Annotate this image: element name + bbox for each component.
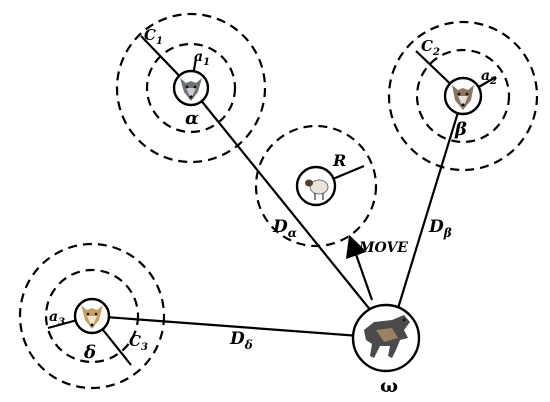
prey-r-label: R (332, 151, 346, 170)
move-arrow (345, 234, 374, 301)
d-beta-label: Dβ (428, 217, 452, 240)
running-wolf-icon (364, 315, 410, 358)
beta-inner-range (415, 48, 511, 144)
distance-line-beta (393, 95, 465, 319)
alpha-agent: C1 a1 α (115, 12, 267, 164)
beta-symbol: β (454, 119, 467, 140)
d-alpha-label: Dα (272, 217, 297, 240)
delta-symbol: δ (83, 342, 96, 363)
d-delta-label: Dδ (229, 329, 253, 352)
coyote-icon (81, 305, 103, 329)
omega-agent: ω (351, 303, 421, 397)
alpha-inner-range (145, 42, 237, 134)
omega-symbol: ω (380, 375, 398, 397)
beta-outer-range (387, 20, 539, 172)
delta-agent: a3 C3 δ (18, 242, 166, 390)
distance-line-alpha (190, 87, 381, 323)
alpha-outer-range (115, 12, 267, 164)
alpha-a-label: a1 (194, 49, 210, 68)
distance-line-delta (91, 314, 361, 338)
move-label: MOVE (358, 240, 408, 256)
delta-inner-range (44, 268, 140, 364)
delta-c-label: C3 (129, 332, 148, 353)
prey-range (254, 124, 378, 248)
beta-c-label: C2 (421, 37, 440, 58)
delta-outer-range (18, 242, 166, 390)
beta-a-label: a2 (481, 68, 497, 87)
beta-agent: C2 a2 β (387, 20, 539, 172)
alpha-symbol: α (185, 108, 199, 129)
alpha-c-label: C1 (144, 26, 163, 47)
gray-wolf-icon (180, 78, 202, 101)
delta-a-label: a3 (49, 309, 65, 328)
wolf-icon (452, 85, 474, 110)
sheep-icon (305, 179, 329, 200)
prey-agent: R (254, 124, 378, 248)
